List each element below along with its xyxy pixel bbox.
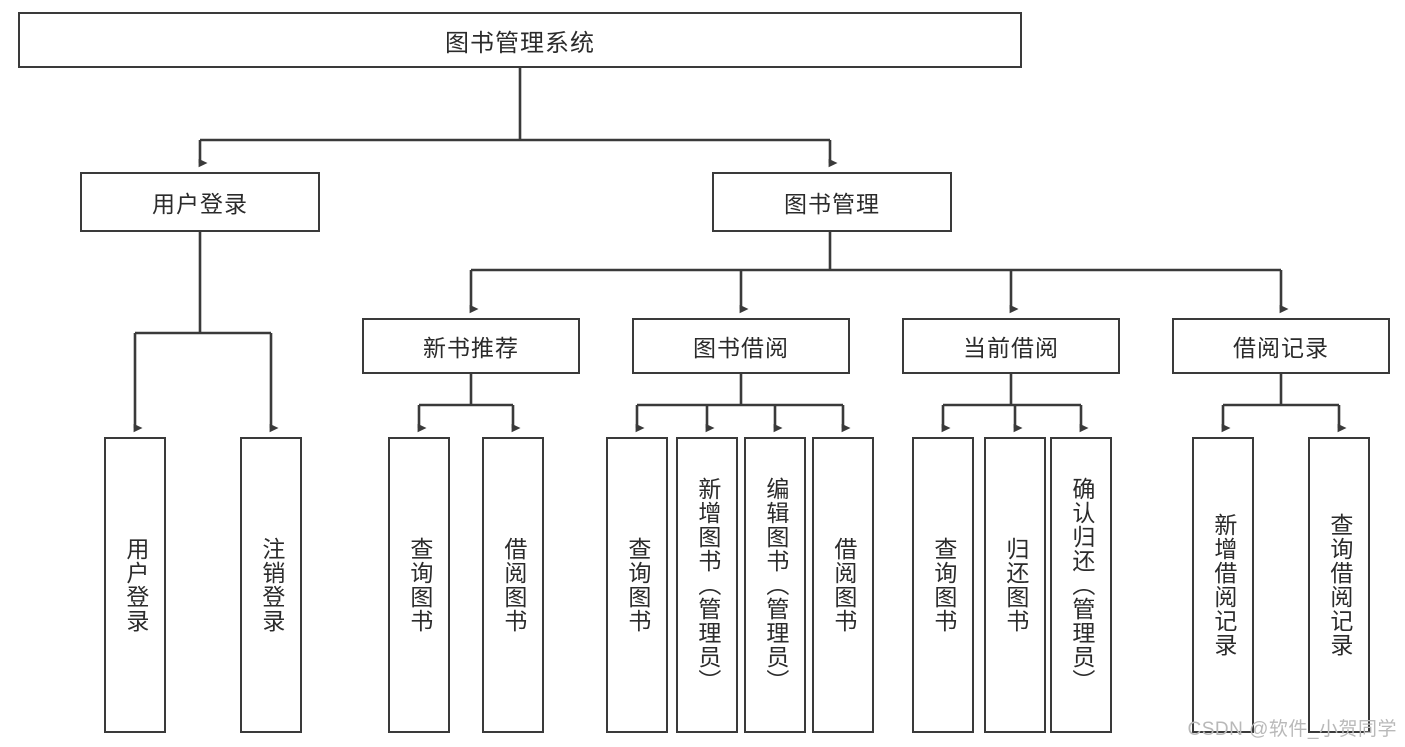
node-root-label: 图书管理系统 (445, 29, 595, 57)
leaf-query-book-current-label: 查询图书 (930, 537, 957, 633)
watermark: CSDN @软件_小贺同学 (1187, 719, 1397, 740)
node-new-book-recommend[interactable]: 新书推荐 (362, 318, 580, 374)
leaf-borrow-book[interactable]: 借阅图书 (812, 437, 874, 733)
leaf-edit-book-admin-label: 编辑图书（管理员） (762, 477, 789, 693)
leaf-query-book-borrow[interactable]: 查询图书 (606, 437, 668, 733)
node-borrow-record[interactable]: 借阅记录 (1172, 318, 1390, 374)
leaf-confirm-return-admin-label: 确认归还（管理员） (1068, 477, 1095, 693)
node-new-book-recommend-label: 新书推荐 (423, 335, 519, 361)
leaf-query-borrow-record[interactable]: 查询借阅记录 (1308, 437, 1370, 733)
leaf-query-book-current[interactable]: 查询图书 (912, 437, 974, 733)
node-book-management[interactable]: 图书管理 (712, 172, 952, 232)
leaf-add-book-admin-label: 新增图书（管理员） (694, 477, 721, 693)
leaf-query-book-borrow-label: 查询图书 (624, 537, 651, 633)
node-book-borrow[interactable]: 图书借阅 (632, 318, 850, 374)
leaf-user-login-label: 用户登录 (122, 537, 149, 633)
leaf-edit-book-admin[interactable]: 编辑图书（管理员） (744, 437, 806, 733)
leaf-borrow-book-recommend[interactable]: 借阅图书 (482, 437, 544, 733)
leaf-user-login[interactable]: 用户登录 (104, 437, 166, 733)
leaf-add-borrow-record-label: 新增借阅记录 (1210, 513, 1237, 657)
leaf-confirm-return-admin[interactable]: 确认归还（管理员） (1050, 437, 1112, 733)
node-root[interactable]: 图书管理系统 (18, 12, 1022, 68)
leaf-query-book-recommend[interactable]: 查询图书 (388, 437, 450, 733)
leaf-logout[interactable]: 注销登录 (240, 437, 302, 733)
node-book-borrow-label: 图书借阅 (693, 335, 789, 361)
node-book-management-label: 图书管理 (784, 191, 880, 217)
node-user-login[interactable]: 用户登录 (80, 172, 320, 232)
leaf-return-book-label: 归还图书 (1002, 537, 1029, 633)
leaf-borrow-book-recommend-label: 借阅图书 (500, 537, 527, 633)
node-user-login-label: 用户登录 (152, 191, 248, 217)
leaf-logout-label: 注销登录 (258, 537, 285, 633)
node-current-borrow[interactable]: 当前借阅 (902, 318, 1120, 374)
leaf-add-book-admin[interactable]: 新增图书（管理员） (676, 437, 738, 733)
leaf-return-book[interactable]: 归还图书 (984, 437, 1046, 733)
node-current-borrow-label: 当前借阅 (963, 335, 1059, 361)
leaf-query-book-recommend-label: 查询图书 (406, 537, 433, 633)
leaf-add-borrow-record[interactable]: 新增借阅记录 (1192, 437, 1254, 733)
leaf-borrow-book-label: 借阅图书 (830, 537, 857, 633)
leaf-query-borrow-record-label: 查询借阅记录 (1326, 513, 1353, 657)
node-borrow-record-label: 借阅记录 (1233, 335, 1329, 361)
